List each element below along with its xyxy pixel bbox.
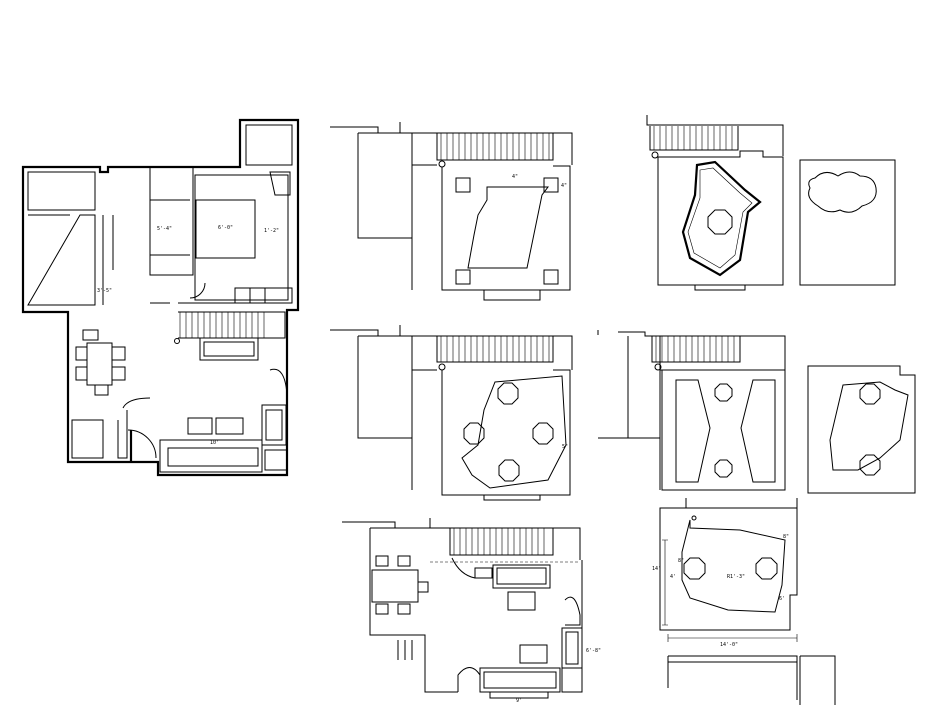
dim-label: 4' bbox=[670, 574, 676, 580]
dim-label: 4" bbox=[561, 183, 567, 189]
dim-label: 14' bbox=[652, 566, 661, 572]
dimensioned-plan: 8" 8" 4' R1'-3" 6' 14' 14'-0" bbox=[652, 498, 836, 705]
furniture-plan: 6'-8" 9' bbox=[342, 518, 601, 704]
dim-label: 5'-4" bbox=[157, 226, 172, 232]
dim-label: 5" bbox=[562, 444, 568, 450]
ceiling-plan-3: 5" bbox=[330, 325, 573, 501]
main-floor-plan: 3'-5" 5'-4" 6'-0" 1'-2" 10' bbox=[21, 118, 300, 477]
dim-label: R1'-3" bbox=[727, 574, 745, 580]
dim-label: 1'-2" bbox=[264, 228, 279, 234]
dim-label: 6' bbox=[779, 596, 785, 602]
dim-label: 8" bbox=[678, 558, 684, 564]
dim-label: 14'-0" bbox=[720, 642, 738, 648]
dim-label: 6'-0" bbox=[218, 225, 233, 231]
ceiling-plan-1: 4" 4" bbox=[330, 122, 573, 301]
dim-label: 8" bbox=[783, 534, 789, 540]
dim-label: 3'-5" bbox=[97, 288, 112, 294]
dim-label: 9' bbox=[516, 698, 522, 704]
ceiling-plan-4 bbox=[597, 330, 916, 494]
dim-label: 4" bbox=[512, 174, 518, 180]
ceiling-plan-2 bbox=[646, 115, 896, 291]
dim-label: 6'-8" bbox=[586, 648, 601, 654]
dim-label: 10' bbox=[210, 440, 219, 446]
